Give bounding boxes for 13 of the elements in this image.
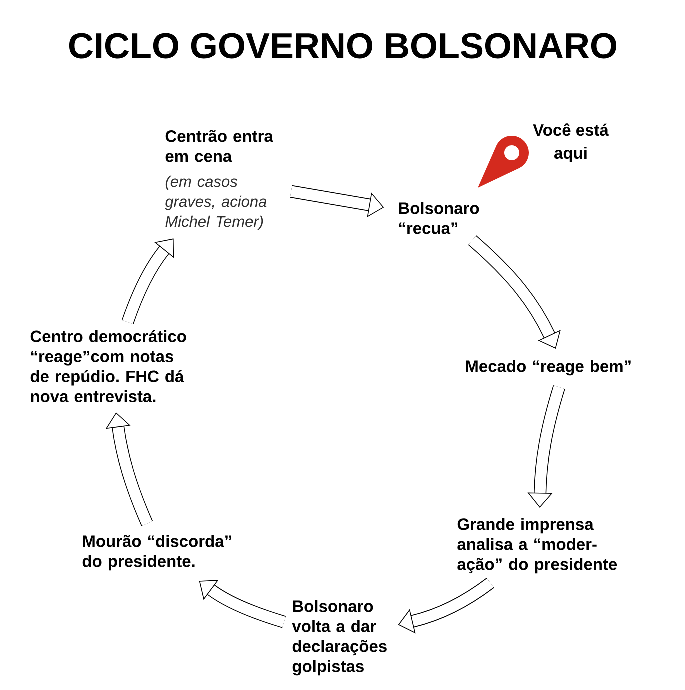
callout-text: Você está aqui	[533, 124, 609, 162]
step-text: Centrão entra em cena (em casos graves, aciona Michel Temer)	[165, 130, 274, 230]
block-arrow	[199, 580, 286, 628]
step-text: Bolsonaro “recua”	[399, 202, 480, 234]
block-arrow	[106, 412, 154, 526]
step-text: Mourão “discorda” do presidente.	[82, 535, 232, 571]
block-arrow	[468, 236, 561, 349]
title: CICLO GOVERNO BOLSONARO	[69, 33, 616, 59]
step-text: Centro democrático “reage”com notas de repúdio. FHC dá nova entrevista.	[30, 330, 186, 402]
step-text: Bolsonaro volta a dar declarações golpistas	[292, 600, 387, 676]
step-text: Grande imprensa analisa a “moder- ação” do presidente	[458, 518, 618, 574]
block-arrow	[122, 238, 174, 324]
step-text: Mecado “reage bem”	[466, 360, 631, 376]
